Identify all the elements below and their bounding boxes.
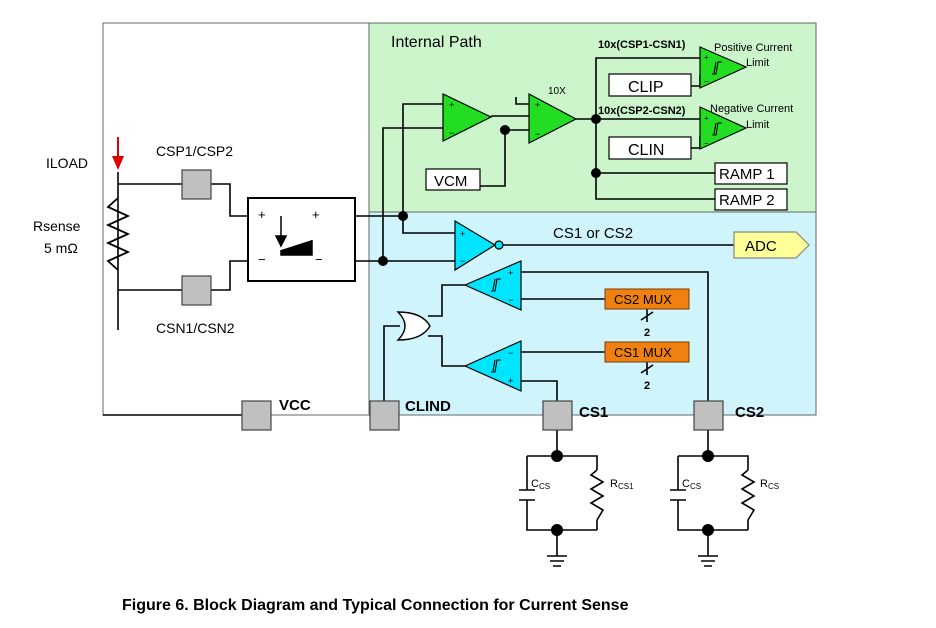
cs-output-label: CS1 or CS2: [553, 225, 633, 242]
bus-width-label-2: 2: [644, 380, 650, 392]
svg-text:+: +: [704, 114, 709, 123]
csp-label: CSP1/CSP2: [156, 143, 233, 159]
gain-label: 10X: [548, 86, 566, 97]
sense-amp-block: + + − −: [247, 197, 356, 282]
cs1-mux-box: [604, 341, 690, 363]
wires: [103, 57, 756, 567]
neg-diff-label: 10x(CSP2-CSN2): [598, 105, 686, 117]
ramp1-label: RAMP 1: [719, 166, 775, 183]
green-amplifiers: + − + − + − + −: [442, 46, 748, 150]
svg-text:+: +: [535, 100, 540, 110]
vcc-pin: [241, 400, 272, 431]
adc-block: [733, 231, 810, 259]
cyan-amplifiers: + − + − − +: [454, 219, 522, 392]
rcs1-label: RCS1: [610, 478, 634, 491]
cs2-comparator: [463, 260, 522, 311]
csn-label: CSN1/CSN2: [156, 320, 235, 336]
ramp1-box: [714, 162, 788, 185]
adc-label: ADC: [745, 238, 777, 255]
clind-label: CLIND: [405, 398, 451, 415]
gain-10x-amp: [528, 93, 578, 144]
csp-pin: [181, 169, 212, 200]
figure-caption: Figure 6. Block Diagram and Typical Conn…: [122, 597, 629, 614]
junction-dots: [378, 114, 714, 536]
label-boxes: [425, 73, 810, 363]
svg-text:+: +: [508, 268, 513, 278]
svg-text:+: +: [449, 100, 454, 110]
svg-text:−: −: [460, 256, 465, 266]
pos-diff-label: 10x(CSP1-CSN1): [598, 39, 686, 51]
positive-limit-comparator: [699, 46, 748, 89]
clin-label: CLIN: [628, 142, 664, 159]
cs1-pin: [542, 400, 573, 431]
vcc-label: VCC: [279, 397, 311, 414]
cs-output-buffer: [454, 219, 497, 272]
clip-box: [608, 73, 692, 97]
cs1-mux-label: CS1 MUX: [614, 345, 672, 360]
svg-text:+: +: [508, 376, 513, 386]
clind-pin: [369, 400, 400, 431]
ramp2-box: [714, 188, 788, 211]
rsense-label: Rsense: [33, 218, 81, 234]
ccs1-label: CCS: [531, 478, 550, 491]
svg-text:−: −: [315, 252, 323, 267]
cs1-label: CS1: [579, 404, 608, 421]
pins: [181, 169, 724, 431]
iload-label: ILOAD: [46, 155, 88, 171]
negative-limit-comparator: [699, 106, 748, 150]
svg-text:−: −: [449, 128, 454, 138]
svg-text:−: −: [535, 129, 540, 139]
svg-text:−: −: [704, 77, 709, 86]
svg-text:+: +: [258, 207, 266, 222]
svg-text:−: −: [704, 139, 709, 148]
text-labels: ILOAD Rsense 5 mΩ CSP1/CSP2 CSN1/CSN2 10…: [33, 39, 793, 491]
vcm-label: VCM: [434, 173, 467, 190]
iload-arrow-icon: [112, 137, 124, 170]
ramp2-label: RAMP 2: [719, 192, 775, 209]
cs1-comparator: [463, 340, 522, 392]
svg-text:+: +: [704, 53, 709, 62]
rcs-label: RCS: [760, 478, 779, 491]
cs2-mux-box: [604, 288, 690, 310]
clin-box: [608, 136, 692, 160]
neg-limit-label-2: Limit: [746, 119, 769, 131]
cs2-label: CS2: [735, 404, 764, 421]
bus-width-label-1: 2: [644, 327, 650, 339]
clip-label: CLIP: [628, 79, 664, 96]
svg-text:−: −: [508, 348, 513, 358]
neg-limit-label-1: Negative Current: [710, 103, 793, 115]
svg-text:−: −: [258, 252, 266, 267]
cs2-mux-label: CS2 MUX: [614, 292, 672, 307]
vcm-amp: [442, 93, 493, 142]
ccs2-label: CCS: [682, 478, 701, 491]
rsense-value: 5 mΩ: [44, 240, 78, 256]
internal-path-label: Internal Path: [391, 34, 482, 51]
csn-pin: [181, 275, 212, 306]
pos-limit-label-2: Limit: [746, 57, 769, 69]
cs2-pin: [693, 400, 724, 431]
pos-limit-label-1: Positive Current: [714, 42, 792, 54]
svg-text:+: +: [312, 207, 320, 222]
svg-text:+: +: [460, 229, 465, 239]
or-gate: [396, 311, 431, 341]
vcm-box: [425, 168, 481, 191]
svg-text:−: −: [508, 295, 513, 305]
